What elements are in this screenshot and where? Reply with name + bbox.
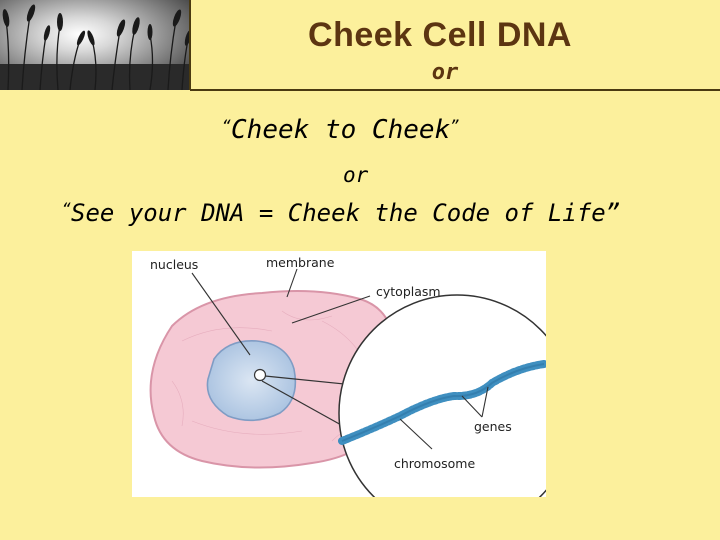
connector-or: or: [343, 163, 368, 187]
label-cytoplasm: cytoplasm: [376, 284, 441, 299]
label-chromosome: chromosome: [394, 456, 475, 471]
close-quote: ”: [606, 199, 620, 227]
wheat-field-photo: [0, 0, 190, 90]
alt-title-see-your-dna: “See your DNA = Cheek the Code of Life”: [62, 199, 620, 227]
nucleus-highlight-circle: [255, 370, 266, 381]
alt-title-2-text: See your DNA = Cheek the Code of Life: [71, 199, 606, 227]
alt-title-1-text: Cheek to Cheek: [231, 115, 450, 145]
open-quote: “: [62, 200, 71, 218]
cheek-cell-diagram: nucleus membrane cytoplasm genes chromos…: [132, 251, 546, 497]
open-quote: “: [222, 117, 231, 135]
slide-title: Cheek Cell DNA: [190, 16, 690, 55]
alt-title-cheek-to-cheek: “Cheek to Cheek”: [222, 115, 459, 145]
label-nucleus: nucleus: [150, 257, 198, 272]
close-quote: ”: [450, 117, 459, 135]
header-rule: [190, 89, 720, 91]
slide-subtitle: or: [420, 60, 470, 85]
nucleus-shape: [207, 341, 295, 421]
label-membrane: membrane: [266, 255, 335, 270]
label-genes: genes: [474, 419, 512, 434]
